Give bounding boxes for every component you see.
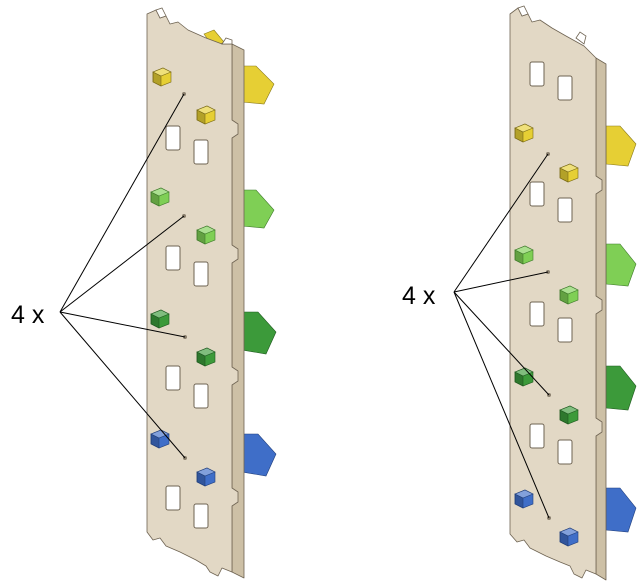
clip-yellow-left-2: [196, 105, 216, 125]
callout-leaders-right: [453, 153, 550, 519]
panel-face-left: [146, 9, 239, 577]
callout-leaders-left: [59, 93, 186, 459]
clip-yellow-left-1: [152, 67, 172, 87]
fin-dark-green-right: [605, 365, 637, 411]
fin-yellow-right: [605, 125, 637, 167]
clip-dark-green-right-2: [559, 405, 579, 425]
clip-dark-green-right-1: [514, 367, 534, 387]
clip-yellow-right-1: [514, 123, 534, 143]
clip-light-green-right-1: [514, 245, 534, 265]
clip-blue-right-1: [514, 489, 534, 509]
clip-blue-left-2: [196, 467, 216, 487]
fin-dark-green-left: [241, 311, 277, 355]
fin-blue-right: [605, 487, 637, 533]
callout-label-left: 4 x: [11, 301, 45, 329]
panel-assembly-left: 4 x: [11, 7, 277, 579]
clip-light-green-right-2: [559, 285, 579, 305]
fin-blue-left: [241, 433, 277, 477]
clip-blue-right-2: [559, 527, 579, 547]
window-slots-left: [165, 125, 209, 529]
fin-light-green-right: [605, 243, 637, 287]
clip-light-green-left-2: [196, 225, 216, 245]
clip-light-green-left-1: [150, 187, 170, 207]
panel-side-right: [595, 57, 607, 581]
clip-dark-green-left-2: [196, 347, 216, 367]
clip-dark-green-left-1: [150, 309, 170, 329]
clip-yellow-right-2: [559, 163, 579, 183]
clip-blue-left-1: [150, 429, 170, 449]
window-slots-right: [529, 61, 573, 465]
fin-light-green-left: [241, 189, 275, 229]
callout-label-right: 4 x: [402, 282, 436, 310]
panel-assembly-right: 4 x: [402, 5, 637, 581]
